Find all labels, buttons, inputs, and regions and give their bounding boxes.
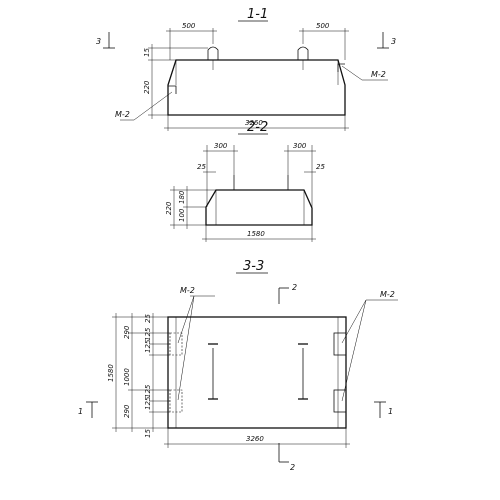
leader-m2-left-1-1: [133, 91, 173, 121]
dim-3-3-top: 290: [123, 325, 131, 339]
dim-1-1-top-left: 500: [182, 22, 196, 30]
dim-2-2-edge-left: 25: [197, 163, 206, 171]
embed-m2-plan-right-bottom: [333, 389, 347, 413]
dim-2-2-edge-right: 25: [316, 163, 325, 171]
dim-3-3-125-a: 125: [144, 327, 152, 341]
dim-3-3-125-c: 125: [144, 384, 152, 398]
label-m2-left-1-1: M-2: [115, 110, 130, 119]
section-3-3-title: 3-3: [243, 259, 264, 274]
cut-3-left-label: 3: [96, 37, 101, 46]
lifting-loop-left: [207, 46, 219, 60]
dim-3-3-length: 3260: [246, 435, 264, 443]
dim-1-1-height: 220: [143, 80, 151, 94]
dim-3-3-edge-top: 25: [144, 314, 152, 323]
dim-2-2-height: 220: [165, 201, 173, 215]
embed-m2-plan-right-top: [333, 332, 347, 356]
cut-1-left-label: 1: [78, 407, 83, 416]
leader-m2-right-3-3-b: [341, 299, 367, 402]
cut-3-right-label: 3: [391, 37, 396, 46]
dim-2-2-lower: 100: [178, 208, 186, 222]
label-m2-right-3-3: M-2: [380, 290, 395, 299]
dim-2-2-top-right: 300: [293, 142, 307, 150]
section-2-2-title: 2-2: [247, 120, 268, 135]
dim-2-2-width: 1580: [247, 230, 265, 238]
dim-3-3-125-b: 125: [144, 339, 152, 353]
dim-3-3-edge-bottom: 15: [144, 429, 152, 438]
cut-2-bottom-label: 2: [290, 463, 295, 472]
slab-2-2-outline: [205, 189, 313, 226]
dim-2-2-top-left: 300: [214, 142, 228, 150]
dim-3-3-125-d: 125: [144, 396, 152, 410]
leader-m2-left-3-3-a: [177, 295, 195, 344]
dim-1-1-length: 3260: [245, 119, 263, 127]
dim-1-1-top-right: 500: [316, 22, 330, 30]
lifting-loop-right: [297, 46, 309, 60]
cut-1-right-label: 1: [388, 407, 393, 416]
label-m2-right-1-1: M-2: [371, 70, 386, 79]
dim-3-3-overall: 1580: [107, 364, 115, 382]
section-1-1: 1-1 500 500 15 220 3260: [96, 7, 396, 131]
dim-3-3-bottom: 290: [123, 404, 131, 418]
cut-2-top-label: 2: [292, 283, 297, 292]
label-m2-left-3-3: M-2: [180, 286, 195, 295]
dim-2-2-upper: 180: [178, 190, 186, 204]
section-3-3: 3-3 M-2 M-2 2 2: [78, 259, 398, 472]
leader-m2-left-3-3-b: [177, 295, 195, 401]
dim-1-1-loop: 15: [143, 48, 151, 57]
leader-m2-right-3-3-a: [341, 299, 367, 344]
slab-1-1-outline: [167, 59, 346, 116]
slab-3-3-outline: [167, 316, 347, 429]
embed-m2-left-1-1: [168, 85, 177, 94]
section-2-2: 2-2 300 300 25 25 220 180 100: [165, 120, 325, 242]
embed-m2-right-1-1: [337, 63, 345, 72]
leader-m2-right-1-1: [341, 65, 363, 81]
dim-3-3-middle: 1000: [123, 368, 131, 386]
section-1-1-title: 1-1: [247, 7, 268, 22]
